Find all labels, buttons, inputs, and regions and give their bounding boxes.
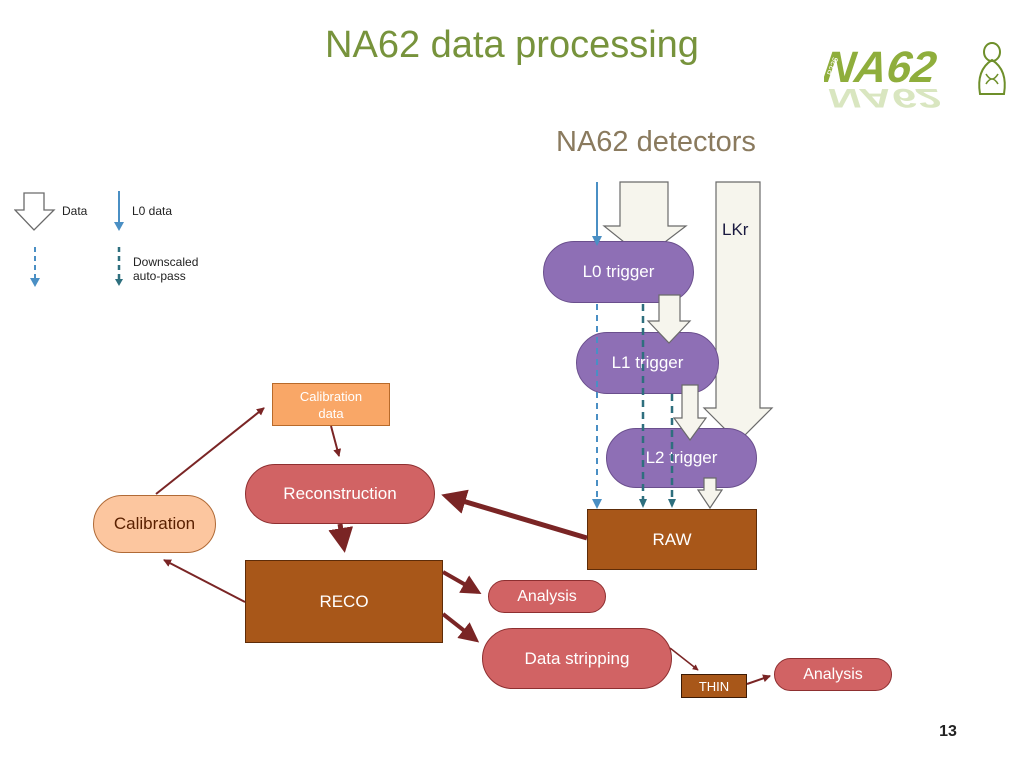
calibration-data-line1: Calibration: [299, 388, 363, 404]
lkr-label: LKr: [722, 220, 749, 239]
legend-downscaled-label: Downscaled auto-pass: [133, 255, 198, 283]
reco-box: RECO: [245, 560, 443, 643]
data-stripping-node: Data stripping: [482, 628, 672, 689]
l2-to-raw-arrow: [696, 477, 724, 510]
calibration-data-line2: data: [318, 405, 344, 421]
reco-to-calibration-arrow: [163, 559, 246, 603]
detectors-heading: NA62 detectors: [556, 126, 756, 158]
l1-to-l2-arrow: [672, 384, 708, 442]
slide-title: NA62 data processing: [325, 24, 699, 66]
legend-data-arrow-icon: [14, 192, 56, 231]
reco-to-analysis-arrow: [442, 570, 482, 594]
legend-downscaled-arrow-icon: [115, 247, 123, 286]
thin-box: THIN: [681, 674, 747, 698]
logo-penguin-icon: [978, 42, 1006, 95]
calibdata-to-reconstruction-arrow: [330, 425, 342, 457]
reconstruction-node: Reconstruction: [245, 464, 435, 524]
logo-reflection: NA62: [828, 83, 940, 112]
reco-to-stripping-arrow: [441, 612, 480, 643]
calibration-to-calibdata-arrow: [155, 407, 265, 495]
raw-box: RAW: [587, 509, 757, 570]
l1-trigger-node: L1 trigger: [576, 332, 719, 394]
na62-logo: NA62 NA62 P326: [824, 42, 1006, 112]
calibration-data-box: Calibration data: [272, 383, 390, 426]
lkr-data-arrow: [702, 181, 774, 443]
calibration-node: Calibration: [93, 495, 216, 553]
logo-wordmark: NA62: [824, 43, 940, 92]
legend-downscaled-line1: Downscaled: [133, 255, 199, 269]
reconstruction-to-reco-arrow: [328, 523, 354, 553]
legend-downscaled-line2: auto-pass: [133, 269, 186, 283]
l0-trigger-node: L0 trigger: [543, 241, 694, 303]
thin-to-analysis-arrow: [746, 674, 771, 685]
legend-l0-arrow-icon: [114, 191, 124, 231]
stripping-to-thin-arrow: [669, 647, 699, 671]
legend-data-label: Data: [62, 204, 88, 218]
analysis-node-2: Analysis: [774, 658, 892, 691]
l0-to-l1-arrow: [646, 294, 692, 344]
analysis-node-1: Analysis: [488, 580, 606, 613]
page-number: 13: [939, 723, 957, 740]
legend-dashed-l0-arrow-icon: [30, 247, 40, 287]
l2-trigger-node: L2 trigger: [606, 428, 757, 488]
legend-l0-label: L0 data: [132, 204, 173, 218]
raw-to-reconstruction-arrow: [441, 489, 588, 541]
